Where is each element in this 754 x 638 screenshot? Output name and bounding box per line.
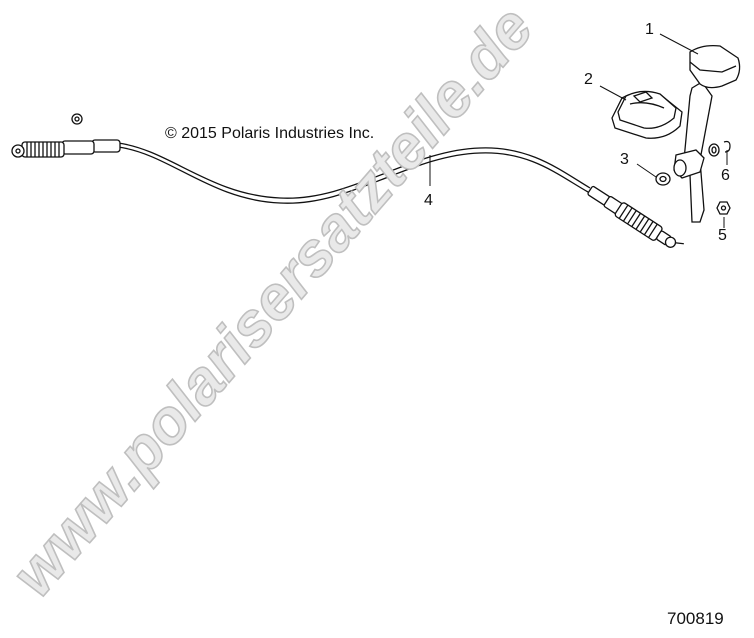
callout-3[interactable]: 3 [620, 151, 629, 168]
callout-1[interactable]: 1 [645, 21, 654, 38]
nut[interactable] [716, 201, 731, 215]
washer[interactable] [655, 172, 671, 186]
leader-lines [429, 33, 728, 228]
shift-boot[interactable] [611, 90, 683, 139]
bushing[interactable] [708, 143, 720, 157]
callout-5[interactable]: 5 [718, 227, 727, 244]
shift-cable[interactable] [11, 113, 685, 256]
callout-4[interactable]: 4 [424, 192, 433, 209]
callout-6[interactable]: 6 [721, 167, 730, 184]
shift-lever[interactable] [673, 44, 741, 223]
copyright-text: © 2015 Polaris Industries Inc. [165, 125, 375, 142]
callout-2[interactable]: 2 [584, 71, 593, 88]
diagram-number: 700819 [667, 609, 724, 628]
